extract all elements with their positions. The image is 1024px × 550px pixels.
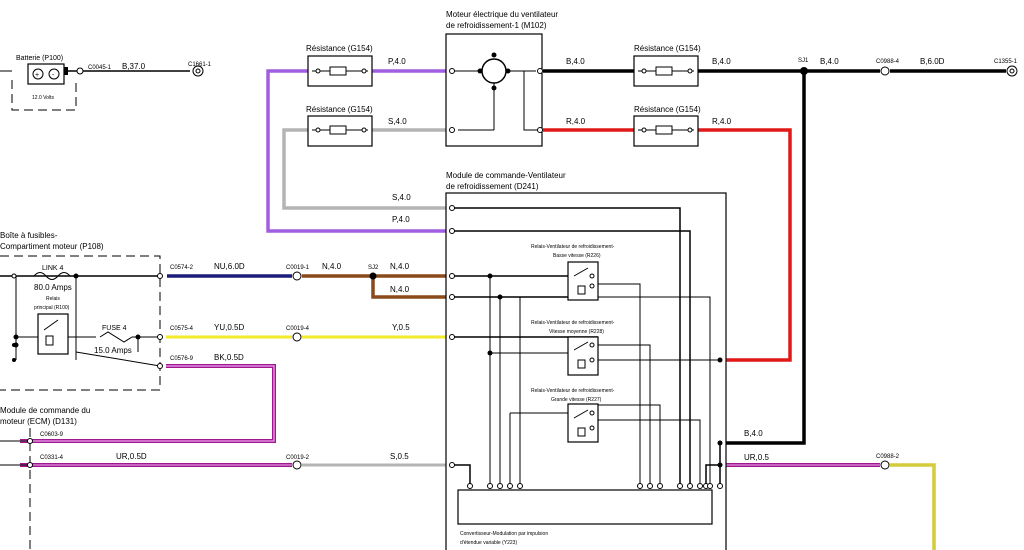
wire-label-bk05: BK,0.5D xyxy=(214,353,244,362)
module-title-1: Module de commande-Ventilateur xyxy=(446,171,566,180)
svg-text:+: + xyxy=(35,72,39,79)
wire-purple-p4 xyxy=(266,69,452,233)
connector-c0988-4-icon xyxy=(880,66,890,76)
fuse4-name: FUSE 4 xyxy=(102,325,127,332)
wire-label-b37: B,37.0 xyxy=(122,62,146,71)
relay-r100 xyxy=(37,313,69,355)
wire-pink-bk05 xyxy=(20,364,276,443)
pwm-converter-box xyxy=(457,489,713,525)
relay-high-label-2: Grande vitesse (R227) xyxy=(551,397,602,403)
conn-c0603-9: C0603-9 xyxy=(40,432,64,438)
wire-black-b4-sj1-down xyxy=(720,71,806,445)
ecm-title-2: moteur (ECM) (D131) xyxy=(0,417,77,426)
svg-text:-: - xyxy=(52,72,55,79)
wire-label-s05: S,0.5 xyxy=(390,452,409,461)
res-top-right-label: Résistance (G154) xyxy=(634,44,701,53)
connector-c0019-4-icon xyxy=(292,332,302,342)
res-top-left-label: Résistance (G154) xyxy=(306,44,373,53)
wire-label-b4-res: B,4.0 xyxy=(712,57,731,66)
wire-label-r4-res: R,4.0 xyxy=(712,117,732,126)
conn-c0331-4: C0331-4 xyxy=(40,455,64,461)
res-mid-right-label: Résistance (G154) xyxy=(634,105,701,114)
pwm-label-1: Convertisseur-Modulation par impulsion xyxy=(460,531,548,537)
main-relay-label-2: principal (R100) xyxy=(34,305,70,311)
conn-c0988-4: C0988-4 xyxy=(876,59,900,65)
splice-sj2 xyxy=(369,272,377,280)
fusebox-title-1: Boîte à fusibles- xyxy=(0,231,58,240)
wire-label-p4: P,4.0 xyxy=(388,57,406,66)
fusible-link-icon xyxy=(33,272,71,280)
conn-c0045-1: C0045-1 xyxy=(88,65,112,71)
ecm-title-1: Module de commande du xyxy=(0,406,90,415)
fuse4-rating: 15.0 Amps xyxy=(94,346,132,355)
relay-mid-label-1: Relais-Ventilateur de refroidissement- xyxy=(531,320,615,326)
wire-label-r4-motor: R,4.0 xyxy=(566,117,586,126)
res-mid-left-label: Résistance (G154) xyxy=(306,105,373,114)
wire-label-n4-b: N,4.0 xyxy=(390,262,410,271)
connector-c0019-1-icon xyxy=(292,271,302,281)
conn-c0019-1: C0019-1 xyxy=(286,265,310,271)
wire-label-p4-mod: P,4.0 xyxy=(392,215,410,224)
fusebox-title-2: Compartiment moteur (P108) xyxy=(0,242,104,251)
conn-c0576-9: C0576-9 xyxy=(170,356,194,362)
connector-c0988-2-icon xyxy=(880,460,890,470)
wire-pink-bk05-inner xyxy=(20,365,275,442)
wire-label-b4-sj1: B,4.0 xyxy=(820,57,839,66)
splice-sj1-label: SJ1 xyxy=(798,58,809,64)
conn-c1355-1: C1355-1 xyxy=(994,59,1018,65)
wire-label-n4-a: N,4.0 xyxy=(322,262,342,271)
conn-c0988-2: C0988-2 xyxy=(876,454,900,460)
motor-title-1: Moteur électrique du ventilateur xyxy=(446,10,558,19)
wire-label-n4-c: N,4.0 xyxy=(390,285,410,294)
relay-coil-icon xyxy=(577,285,586,295)
relay-mid-label-2: Vitesse moyenne (R228) xyxy=(549,329,604,335)
fan-motor-icon xyxy=(481,58,507,84)
wire-label-ur05d: UR,0.5D xyxy=(116,452,147,461)
wire-label-s4-res: S,4.0 xyxy=(388,117,407,126)
pwm-pin-row xyxy=(467,483,723,489)
splice-sj2-label: SJ2 xyxy=(368,265,379,271)
conn-c0019-4: C0019-4 xyxy=(286,326,310,332)
wire-grey-s4 xyxy=(282,128,452,210)
main-relay-label-1: Relais xyxy=(46,296,60,302)
connector-c0019-2-icon xyxy=(292,460,302,470)
conn-c0574-2: C0574-2 xyxy=(170,265,194,271)
wire-label-y05: Y,0.5 xyxy=(392,323,410,332)
splice-sj1 xyxy=(800,67,808,75)
wire-brown-n4-branch xyxy=(371,276,452,299)
wire-label-ur05: UR,0.5 xyxy=(744,453,769,462)
relay-high-label-1: Relais-Ventilateur de refroidissement- xyxy=(531,388,615,394)
motor-title-2: de refroidissement-1 (M102) xyxy=(446,21,547,30)
wire-label-nu6: NU,6.0D xyxy=(214,262,245,271)
resistor-symbol-icon xyxy=(329,66,347,76)
relay-r228 xyxy=(567,336,599,376)
conn-c0019-2: C0019-2 xyxy=(286,455,310,461)
module-title-2: de refroidissement (D241) xyxy=(446,182,539,191)
relay-low-label-2: Basse vitesse (R226) xyxy=(553,253,601,259)
wire-label-yu05: YU,0.5D xyxy=(214,323,244,332)
wire-label-s4-mod: S,4.0 xyxy=(392,193,411,202)
wire-label-b4-motor: B,4.0 xyxy=(566,57,585,66)
wire-label-b4-low: B,4.0 xyxy=(744,429,763,438)
fuse-icon xyxy=(99,331,133,343)
relay-low-label-1: Relais-Ventilateur de refroidissement- xyxy=(531,244,615,250)
pwm-label-2: d'étendue variable (Y223) xyxy=(460,540,517,546)
battery-title: Batterie (P100) xyxy=(16,55,63,62)
conn-c0575-4: C0575-4 xyxy=(170,326,194,332)
conn-c1661-1: C1661-1 xyxy=(188,62,212,68)
wire-red-r4-res xyxy=(698,128,792,362)
wire-label-b6: B,6.0D xyxy=(920,57,945,66)
link4-name: LINK 4 xyxy=(42,265,64,272)
link4-rating: 80.0 Amps xyxy=(34,283,72,292)
wire-olive xyxy=(890,463,936,550)
battery-voltage: 12.0 Volts xyxy=(32,95,54,101)
